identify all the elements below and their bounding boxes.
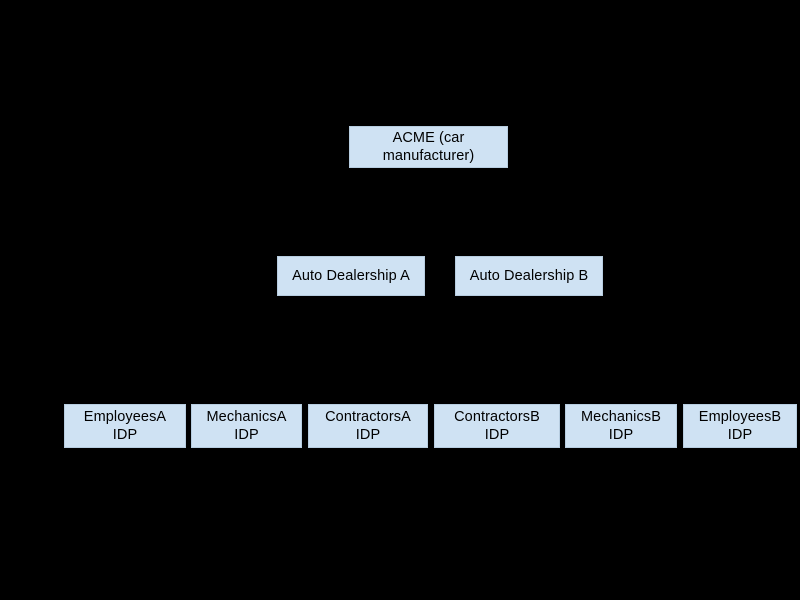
node-idp-employees-a[interactable]: EmployeesA IDP bbox=[64, 404, 186, 448]
connector-dealer-a-to-idp-1 bbox=[245, 296, 352, 404]
node-idp-contractors-a[interactable]: ContractorsA IDP bbox=[308, 404, 428, 448]
node-auto-dealership-b[interactable]: Auto Dealership B bbox=[455, 256, 603, 296]
node-idp-contractors-b[interactable]: ContractorsB IDP bbox=[434, 404, 560, 448]
connector-root-to-dealer-a bbox=[350, 168, 430, 256]
node-acme-root[interactable]: ACME (car manufacturer) bbox=[349, 126, 508, 168]
node-idp-mechanics-a[interactable]: MechanicsA IDP bbox=[191, 404, 302, 448]
connector-dealer-b-to-idp-4 bbox=[528, 296, 622, 404]
connector-dealer-a-to-idp-2 bbox=[350, 296, 369, 404]
connector-dealer-b-to-idp-5 bbox=[528, 296, 741, 404]
node-idp-mechanics-b[interactable]: MechanicsB IDP bbox=[565, 404, 677, 448]
node-auto-dealership-a[interactable]: Auto Dealership A bbox=[277, 256, 425, 296]
connector-dealer-a-to-idp-0 bbox=[124, 296, 352, 404]
connector-dealer-b-to-idp-3 bbox=[496, 296, 530, 404]
connector-root-to-dealer-b bbox=[427, 168, 530, 256]
node-idp-employees-b[interactable]: EmployeesB IDP bbox=[683, 404, 797, 448]
